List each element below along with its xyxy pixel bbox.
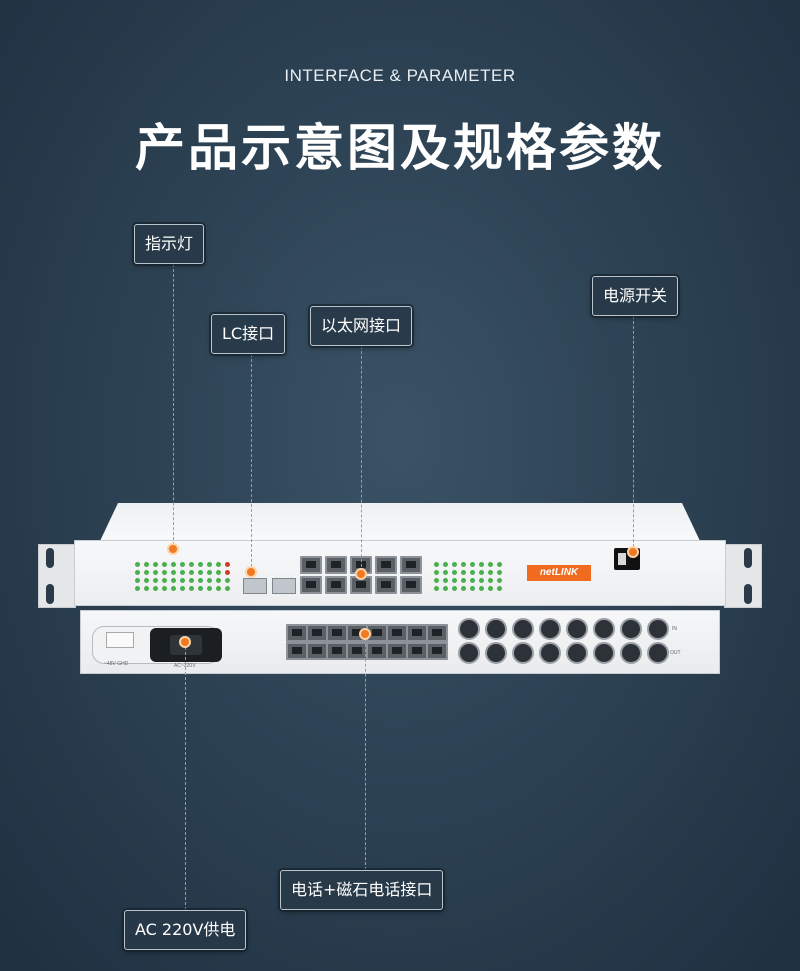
magneto-in-7 bbox=[620, 618, 642, 640]
label-indicator: 指示灯 bbox=[134, 224, 205, 264]
phone-port-1 bbox=[286, 624, 308, 642]
label-phone-port: 电话+磁石电话接口 bbox=[280, 870, 444, 910]
page-title: 产品示意图及规格参数 bbox=[135, 119, 665, 177]
magneto-out-2 bbox=[485, 642, 507, 664]
phone-port-16 bbox=[426, 642, 448, 660]
line-indicator bbox=[173, 264, 174, 550]
phone-port-6 bbox=[386, 624, 408, 642]
phone-port-7 bbox=[406, 624, 428, 642]
phone-port-8 bbox=[426, 624, 448, 642]
brand-logo: netLINK bbox=[527, 565, 591, 581]
magneto-in-6 bbox=[593, 618, 615, 640]
phone-port-9 bbox=[286, 642, 308, 660]
line-ethernet bbox=[361, 346, 362, 572]
dot-lc bbox=[245, 566, 257, 578]
left-ear-slot-top bbox=[46, 548, 54, 568]
magneto-in-5 bbox=[566, 618, 588, 640]
magneto-out-3 bbox=[512, 642, 534, 664]
subtitle: INTERFACE & PARAMETER bbox=[284, 66, 516, 85]
left-ear-slot-bottom bbox=[46, 584, 54, 604]
line-phone bbox=[365, 634, 366, 870]
label-power-switch: 电源开关 bbox=[592, 276, 679, 316]
phone-port-3 bbox=[326, 624, 348, 642]
magneto-out-5 bbox=[566, 642, 588, 664]
magneto-in-4 bbox=[539, 618, 561, 640]
dot-phone bbox=[359, 628, 371, 640]
in-label: IN bbox=[672, 626, 677, 632]
phone-port-15 bbox=[406, 642, 428, 660]
phone-port-13 bbox=[366, 642, 388, 660]
magneto-in-1 bbox=[458, 618, 480, 640]
magneto-out-7 bbox=[620, 642, 642, 664]
dot-power-switch bbox=[627, 546, 639, 558]
phone-port-2 bbox=[306, 624, 328, 642]
eth-port-6 bbox=[300, 576, 322, 594]
line-ac bbox=[185, 642, 186, 910]
magneto-out-1 bbox=[458, 642, 480, 664]
eth-port-5 bbox=[400, 556, 422, 574]
magneto-in-3 bbox=[512, 618, 534, 640]
right-ear-slot-bottom bbox=[744, 584, 752, 604]
line-power-switch bbox=[633, 316, 634, 552]
dot-ac bbox=[179, 636, 191, 648]
out-label: OUT bbox=[670, 650, 681, 656]
led-grid-right bbox=[434, 562, 502, 591]
ac-label: AC~220V bbox=[174, 663, 196, 669]
chassis-top bbox=[100, 503, 700, 541]
eth-port-1 bbox=[300, 556, 322, 574]
right-rack-ear bbox=[724, 544, 762, 608]
eth-port-7 bbox=[325, 576, 347, 594]
sfp-port-2 bbox=[272, 578, 296, 594]
dc-label: ~48V GHD bbox=[104, 661, 129, 667]
eth-port-10 bbox=[400, 576, 422, 594]
magneto-in-2 bbox=[485, 618, 507, 640]
phone-port-11 bbox=[326, 642, 348, 660]
magneto-out-4 bbox=[539, 642, 561, 664]
led-grid-left bbox=[135, 562, 230, 591]
dc-terminal bbox=[106, 632, 134, 648]
magneto-in-8 bbox=[647, 618, 669, 640]
label-ac-power: AC 220V供电 bbox=[124, 910, 247, 950]
eth-port-2 bbox=[325, 556, 347, 574]
eth-port-9 bbox=[375, 576, 397, 594]
eth-port-4 bbox=[375, 556, 397, 574]
magneto-out-8 bbox=[647, 642, 669, 664]
dot-indicator bbox=[167, 543, 179, 555]
phone-port-10 bbox=[306, 642, 328, 660]
label-lc-port: LC接口 bbox=[211, 314, 286, 354]
right-ear-slot-top bbox=[744, 548, 752, 568]
sfp-port-1 bbox=[243, 578, 267, 594]
phone-port-14 bbox=[386, 642, 408, 660]
dot-ethernet bbox=[355, 568, 367, 580]
magneto-out-6 bbox=[593, 642, 615, 664]
label-ethernet-port: 以太网接口 bbox=[310, 306, 413, 346]
line-lc bbox=[251, 354, 252, 572]
left-rack-ear bbox=[38, 544, 76, 608]
